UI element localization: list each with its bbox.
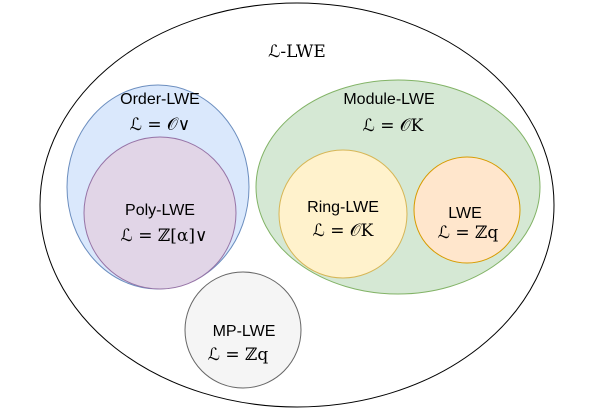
mp-lwe-circle [184,271,302,389]
mp-lwe-formula: ℒ = ℤq [208,345,269,365]
module-lwe-label: Module-LWE [343,91,434,108]
llwe-label: ℒ-LWE [268,42,326,62]
ring-lwe-label: Ring-LWE [307,199,379,216]
lwe-label: LWE [448,205,481,222]
poly-lwe-circle [83,136,237,290]
order-lwe-formula: ℒ = 𝒪∨ [130,115,190,135]
ring-lwe-formula: ℒ = 𝒪K [313,221,374,241]
poly-lwe-label: Poly-LWE [125,202,195,219]
module-lwe-formula: ℒ = 𝒪K [363,116,424,136]
mp-lwe-label: MP-LWE [213,323,276,340]
lwe-formula: ℒ = ℤq [438,223,499,243]
order-lwe-label: Order-LWE [120,91,200,108]
poly-lwe-formula: ℒ = ℤ[α]∨ [121,226,208,246]
lwe-circle [413,156,521,264]
ring-lwe-circle [278,149,408,279]
